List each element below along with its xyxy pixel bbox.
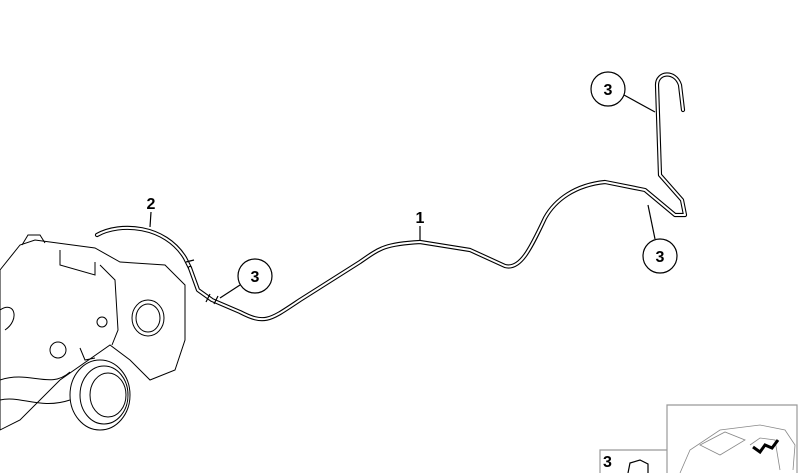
callout-label: 3 xyxy=(604,82,613,99)
pipe-location-highlight xyxy=(752,439,780,455)
hose-part-2-inner xyxy=(96,226,191,269)
pipe-part-1-inner xyxy=(189,73,686,321)
inset-part-box[interactable]: 3 xyxy=(599,449,667,473)
clamp xyxy=(213,295,219,305)
differential-housing xyxy=(0,234,186,431)
callout-3c[interactable]: 3 xyxy=(642,204,678,274)
callout-2[interactable]: 2 xyxy=(147,196,156,228)
clamp xyxy=(205,293,211,303)
callout-1[interactable]: 1 xyxy=(416,210,425,240)
callout-label: 2 xyxy=(147,196,156,213)
clip-icon xyxy=(627,459,649,473)
clamp xyxy=(185,259,195,263)
vehicle-location-inset[interactable] xyxy=(666,404,798,473)
callout-label: 3 xyxy=(656,249,665,266)
pipe-part-1[interactable] xyxy=(187,72,688,322)
inset-part-label: 3 xyxy=(603,454,612,471)
callout-3b[interactable]: 3 xyxy=(590,71,656,113)
callout-3a[interactable]: 3 xyxy=(219,258,273,299)
callout-label: 1 xyxy=(416,210,425,227)
callout-label: 3 xyxy=(251,269,260,286)
